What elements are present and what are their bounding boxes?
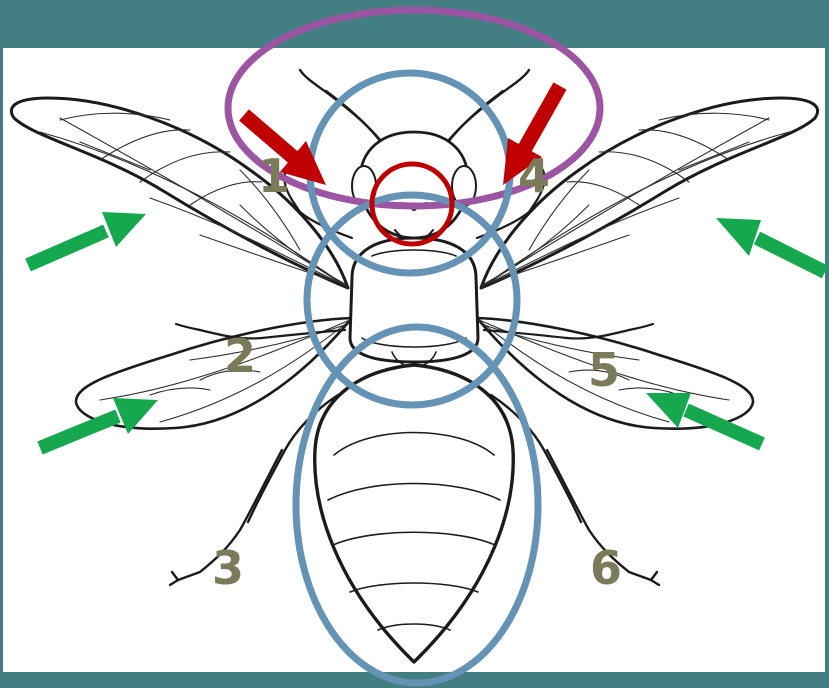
leg-label-1: 1 — [258, 149, 290, 203]
leg-label-2: 2 — [224, 329, 256, 383]
leg-label-3: 3 — [212, 541, 244, 595]
leg-label-6: 6 — [590, 541, 622, 595]
leg-label-5: 5 — [588, 343, 620, 397]
leg-label-4: 4 — [518, 149, 550, 203]
